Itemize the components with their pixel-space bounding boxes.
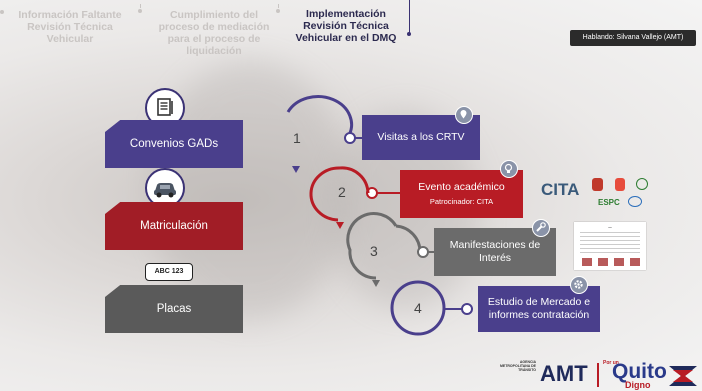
nav-item-implementacion[interactable]: Implementación Revisión Técnica Vehicula… [295, 8, 397, 44]
nav-item-cumplimiento[interactable]: Cumplimiento del proceso de mediación pa… [158, 9, 270, 57]
logo-divider [597, 363, 599, 387]
cita-logo: CITA [541, 180, 580, 199]
matriculacion-box: Matriculación [105, 202, 243, 250]
quito-small-label: Por un [603, 360, 619, 366]
nav-divider-1 [140, 4, 141, 8]
document-thumbnail: — [574, 222, 646, 270]
nav-item-informacion-faltante[interactable]: Información Faltante Revisión Técnica Ve… [18, 9, 122, 45]
institution-logo-1 [592, 178, 603, 191]
lightbulb-icon [500, 160, 518, 178]
nav-divider-2 [278, 4, 279, 8]
license-plate-icon: ABC 123 [145, 263, 193, 281]
institution-logo-3 [636, 178, 648, 190]
nav-dot-3 [276, 9, 280, 13]
institution-logo-4 [628, 196, 642, 207]
step-number-4: 4 [414, 300, 422, 316]
quito-digno-label: Digno [625, 380, 651, 390]
bicentenario-logo [669, 366, 697, 386]
arrow-down-icon [292, 166, 300, 173]
step-box-visitas: Visitas a los CRTV [362, 115, 480, 160]
wrench-icon [532, 219, 550, 237]
nav-active-dot [407, 32, 411, 36]
institution-logo-2 [615, 178, 625, 191]
convenios-gads-box: Convenios GADs [105, 120, 243, 168]
nav-dot-2 [138, 9, 142, 13]
speaker-badge: Hablando: Silvana Vallejo (AMT) [570, 30, 696, 46]
amt-logo: AMT [540, 361, 588, 386]
arrow-down-icon [336, 222, 344, 229]
map-pin-icon [455, 106, 473, 124]
arrow-down-icon [372, 280, 380, 287]
nav-dot-1 [0, 10, 4, 14]
step-number-3: 3 [370, 243, 378, 259]
step-number-2: 2 [338, 184, 346, 200]
step-box-manifestaciones: Manifestaciones de Interés [434, 228, 556, 276]
step-box-evento: Evento académico Patrocinador: CITA [400, 170, 523, 218]
nav-active-line [409, 0, 410, 33]
quito-logo: Quito [612, 360, 667, 383]
step-number-1: 1 [293, 130, 301, 146]
placas-box: Placas [105, 285, 243, 333]
espc-logo: ESPC [598, 198, 620, 207]
gear-icon [570, 276, 588, 294]
top-navigation: Información Faltante Revisión Técnica Ve… [0, 0, 420, 78]
amt-agency-label: AGENCIA METROPOLITANA DE TRÁNSITO [500, 360, 536, 373]
